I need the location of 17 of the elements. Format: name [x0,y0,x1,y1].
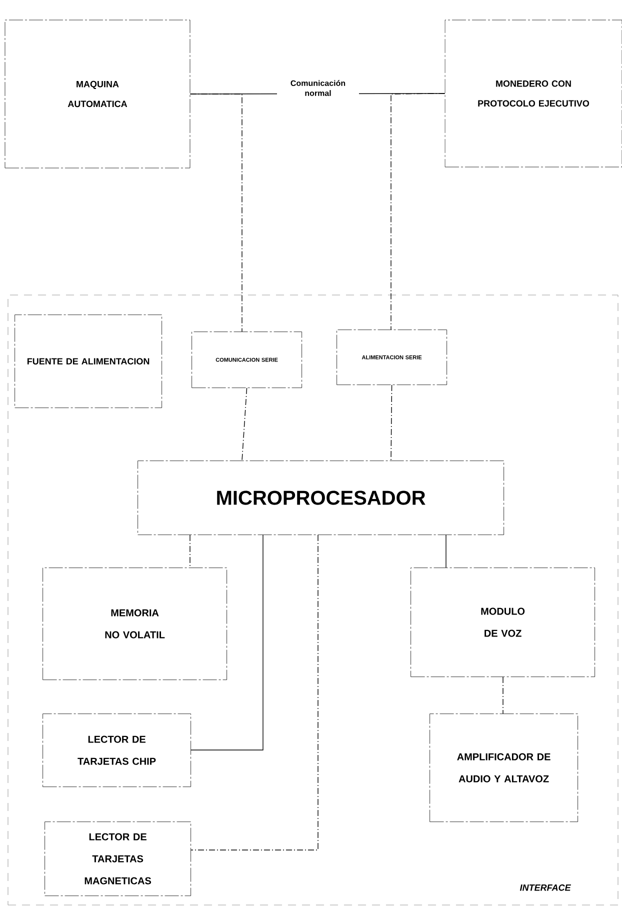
process-box: MICROPROCESADOR [138,460,504,535]
process-box: MONEDERO CON PROTOCOLO EJECUTIVO [444,20,622,168]
process-box: LECTOR DE TARJETAS CHIP [42,714,191,787]
connector-line [502,676,504,714]
connector-line [390,93,446,330]
process-box: AMPLIFICADOR DE AUDIO Y ALTAVOZ [430,714,578,822]
connector-line [390,384,392,461]
process-box: LECTOR DE TARJETAS MAGNETICAS [44,822,191,896]
process-box: MAQUINA AUTOMATICA [4,20,190,168]
process-box: MODULO DE VOZ [410,568,595,677]
process-box: FUENTE DE ALIMENTACION [14,314,162,408]
connector-line [190,94,242,332]
connector-line [190,534,318,850]
connector-line [190,534,264,750]
process-box: MEMORIA NO VOLATIL [42,568,227,680]
edge-label: Comunicación normal [277,79,359,97]
connector-line [242,388,248,461]
